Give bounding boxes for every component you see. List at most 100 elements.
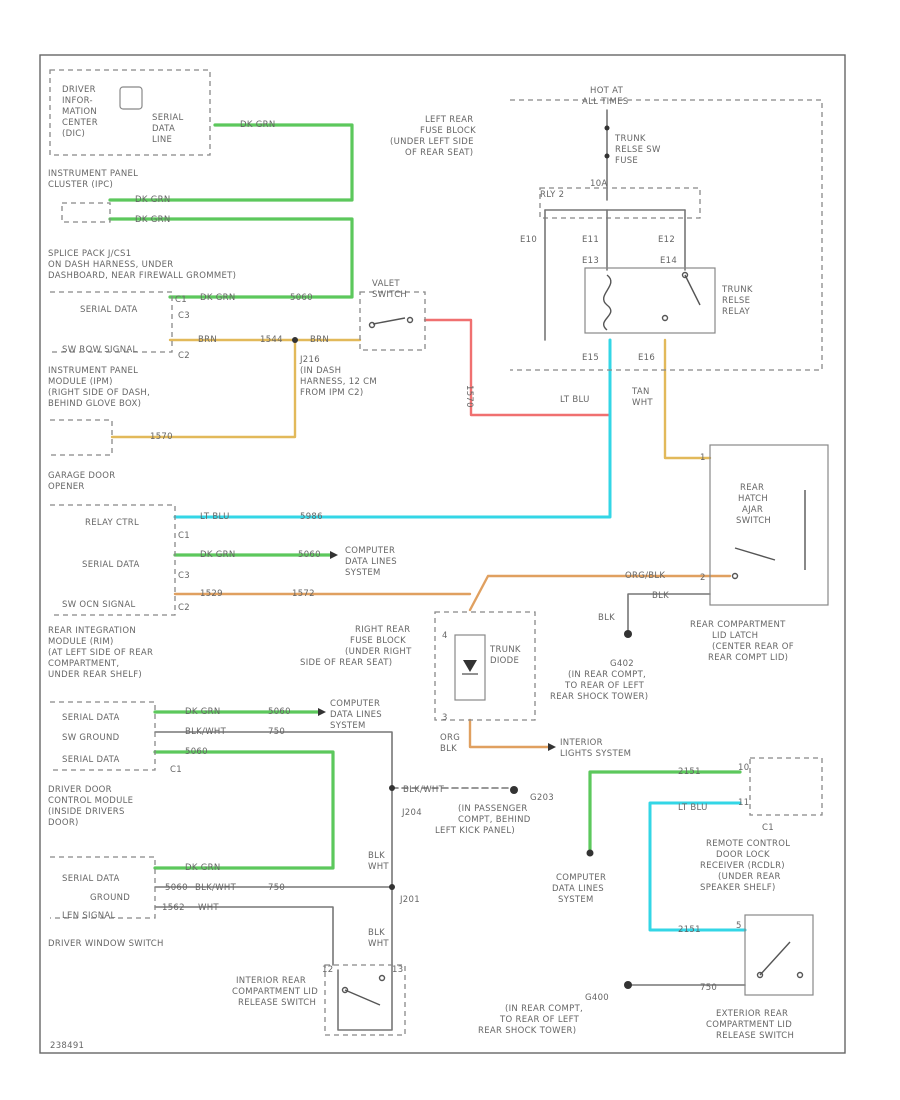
- wire-label-g5: DK GRN: [200, 550, 235, 560]
- fuse-top-dot: [604, 125, 610, 131]
- g203-ground: [510, 786, 518, 794]
- wire-valet-red: [423, 318, 612, 417]
- wire-splice-ground: [337, 787, 393, 1031]
- splice-j216: [292, 337, 298, 343]
- cdl-mid-arrow: [318, 708, 326, 716]
- pin-c2b: C2: [178, 603, 190, 613]
- circuit-1572: 1572: [292, 589, 315, 599]
- wire-label-g-rcdlr: 2151: [678, 767, 701, 777]
- fuse-block-right-outline: [434, 611, 536, 721]
- valet-contact-b: [406, 316, 414, 324]
- relay-rly: RLY 2: [540, 190, 564, 200]
- garage-outline: [50, 419, 113, 456]
- g400-ground: [624, 981, 632, 989]
- pin-p1: 1: [700, 453, 706, 463]
- wire-label-ltblu2: LT BLU: [200, 512, 230, 522]
- cdl-bot-dot: [586, 849, 594, 857]
- wire-label-blkwht1: BLK/WHT: [185, 727, 227, 737]
- wire-label-g3: DK GRN: [135, 215, 170, 225]
- wire-label-blkwht3: BLK/WHT: [195, 883, 237, 893]
- wire-dcm-serial2: [153, 750, 335, 870]
- circuit-5060-a: 5060: [290, 293, 313, 303]
- wire-hatch-orgblk: [468, 574, 732, 612]
- int-blade: [344, 989, 381, 1006]
- relay-pin-r6: E15: [582, 353, 599, 363]
- rcdlr-conn: C1: [762, 823, 774, 833]
- dws-pin-ground: GROUND: [90, 893, 130, 903]
- pin-p13: 13: [392, 965, 403, 975]
- int-contact-a: [341, 986, 349, 994]
- relay-outline: [539, 187, 701, 219]
- relay-pin-r7: E16: [638, 353, 655, 363]
- wire-label-orgblk: ORG/BLK: [625, 571, 665, 581]
- circuit-1544: 1544: [260, 335, 283, 345]
- wire-label-blk-g402: BLK: [598, 613, 615, 623]
- dws-outline: [50, 856, 156, 919]
- wire-label-brn1: BRN: [198, 335, 217, 345]
- ext-switch-box: [744, 914, 814, 996]
- relay-pin-r2: E11: [582, 235, 599, 245]
- circuit-5060-b: 5060: [298, 550, 321, 560]
- wire-rcdlr-ltblu: [648, 801, 747, 932]
- circuit-5060-d: 5060: [185, 747, 208, 757]
- wire-label-brn-garage: 1570: [150, 432, 173, 442]
- wire-label-orgblk-rim: 1529: [200, 589, 223, 599]
- relay-contact-b: [661, 314, 669, 322]
- relay-blade: [684, 274, 701, 306]
- fuse-block-left-outline: [510, 99, 823, 371]
- relay-pin-r5: E14: [660, 256, 677, 266]
- circuit-5060-e: 5060: [165, 883, 188, 893]
- fuse-rating: 10A: [590, 179, 608, 189]
- fuse-mid-dot: [604, 153, 610, 159]
- ext-contact-a: [756, 971, 764, 979]
- diagram-id: 238491: [50, 1041, 84, 1051]
- wire-label-g1: DK GRN: [240, 120, 275, 130]
- wire-label-blk-ext: 750: [700, 983, 717, 993]
- wire-label-ltblu3: LT BLU: [678, 803, 708, 813]
- circuit-750a: 750: [268, 727, 285, 737]
- dws-label: DRIVER WINDOW SWITCH: [48, 939, 164, 949]
- valet-blade: [372, 317, 406, 325]
- diagram-frame: [39, 54, 846, 1054]
- int-switch-outline: [324, 964, 406, 1036]
- wire-dic-serial: [108, 123, 354, 202]
- circuit-750b: 750: [268, 883, 285, 893]
- wires: [108, 123, 747, 1031]
- wire-label-blkwht2: BLK/WHT: [403, 785, 445, 795]
- dws-pin-serial: SERIAL DATA: [62, 874, 120, 884]
- pin-p12: 12: [322, 965, 333, 975]
- wire-label-wht: WHT: [198, 903, 219, 913]
- valet-red-circuit: 1570: [464, 385, 474, 408]
- dws-group: SERIAL DATA GROUND LEN SIGNAL DK GRN 506…: [48, 851, 420, 949]
- wire-garage-tan: [110, 338, 297, 439]
- relay-pin-r1: E10: [520, 235, 537, 245]
- wire-ipc-serial: [108, 217, 354, 299]
- wire-label-g2: DK GRN: [135, 195, 170, 205]
- wire-label-g6: DK GRN: [185, 707, 220, 717]
- int-contact-b: [378, 974, 386, 982]
- pin-c2: C2: [178, 351, 190, 361]
